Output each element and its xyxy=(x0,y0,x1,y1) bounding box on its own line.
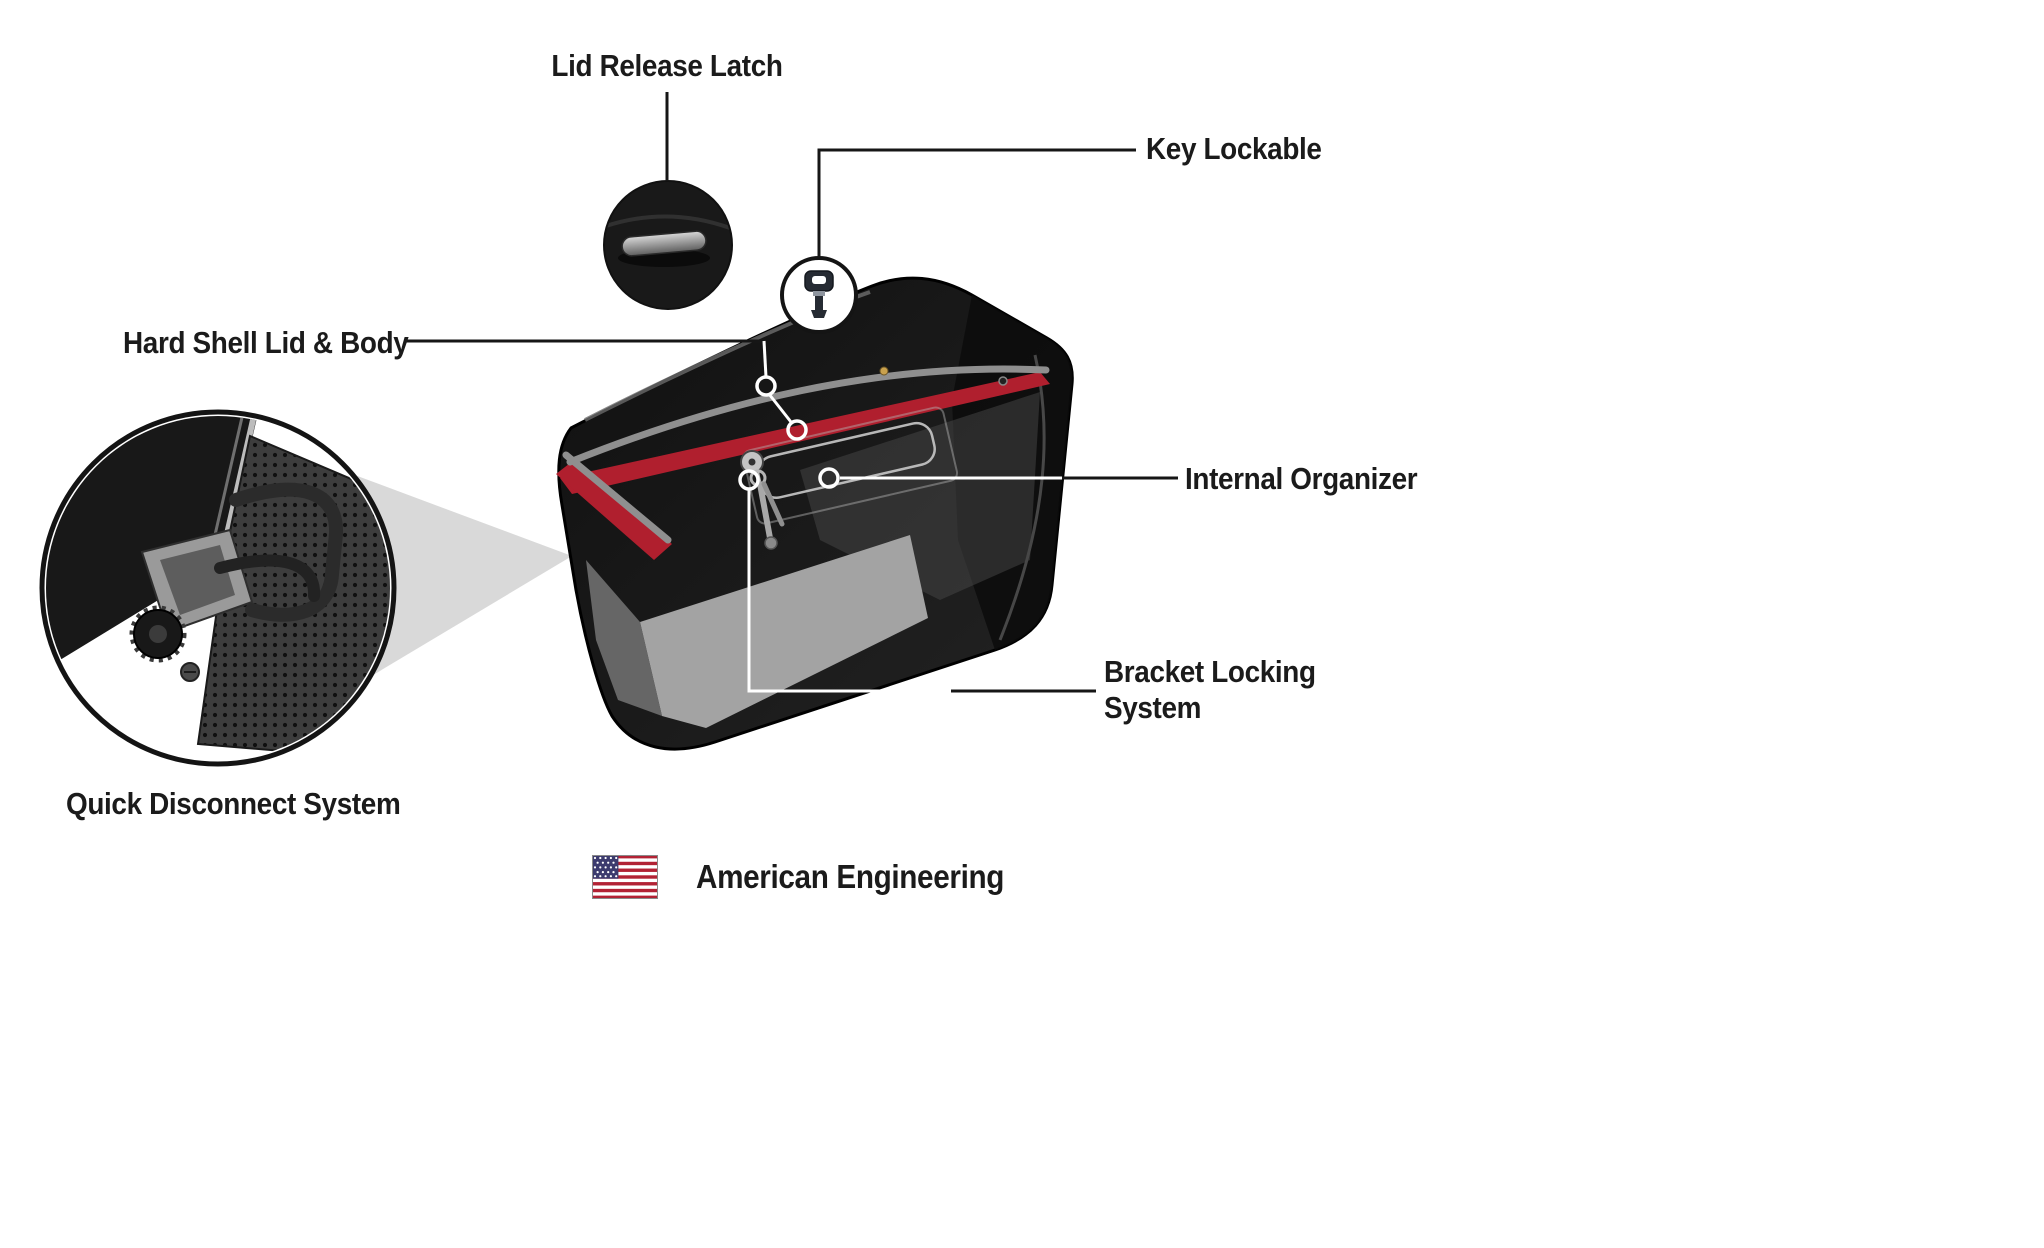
lid-latch-inset xyxy=(603,180,733,310)
lock-and-keys-icon xyxy=(740,450,785,550)
marker-body xyxy=(786,419,808,441)
label-bracket-locking-system: Bracket Locking System xyxy=(1104,654,1316,725)
key-lockable-line xyxy=(817,148,1136,258)
label-internal-organizer: Internal Organizer xyxy=(1185,461,1418,496)
marker-lid xyxy=(755,375,777,397)
label-hard-shell-lid-body: Hard Shell Lid & Body xyxy=(123,325,409,360)
us-flag-icon xyxy=(592,855,658,899)
key-lock-inset xyxy=(780,256,858,334)
callout-markers xyxy=(738,375,840,491)
saddlebag-illustration xyxy=(556,276,1074,751)
key-icon xyxy=(804,270,834,318)
marker-bracket xyxy=(738,469,760,491)
label-quick-disconnect-system: Quick Disconnect System xyxy=(66,786,401,821)
american-engineering-row: American Engineering xyxy=(592,855,1038,899)
quick-disconnect-inset xyxy=(39,409,397,767)
label-lid-release-latch: Lid Release Latch xyxy=(551,48,783,83)
callout-lines xyxy=(404,92,1178,693)
callout-lines-over-bag xyxy=(747,340,1062,693)
label-american-engineering: American Engineering xyxy=(696,858,1005,895)
latch-icon xyxy=(605,214,731,267)
marker-organizer xyxy=(818,467,840,489)
label-key-lockable: Key Lockable xyxy=(1146,131,1322,166)
lid-piping xyxy=(562,365,1050,544)
